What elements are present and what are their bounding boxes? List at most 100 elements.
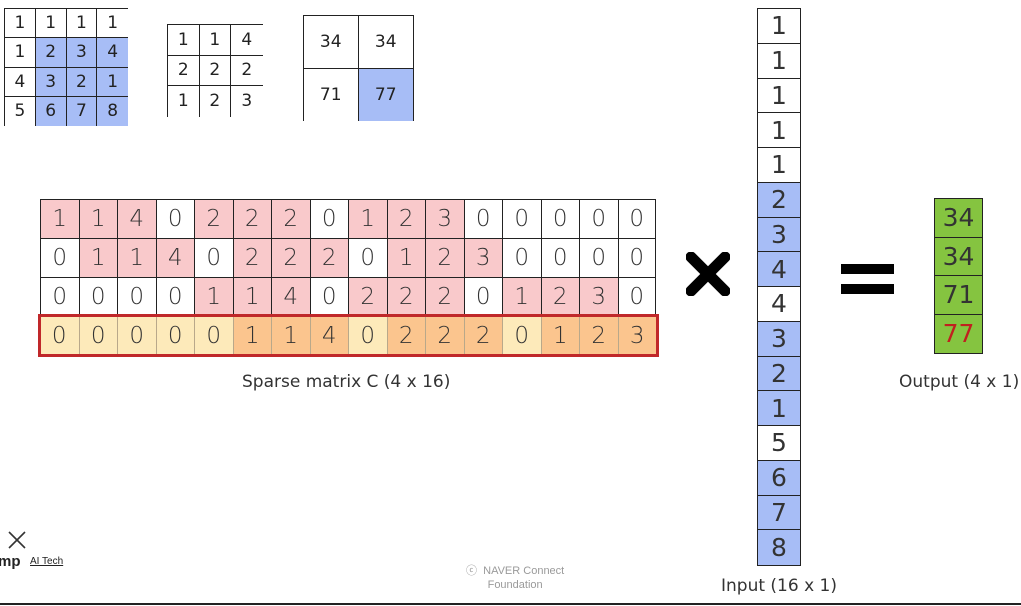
output-matrix-cell: 77 <box>358 68 413 121</box>
sparse-matrix-cell: 2 <box>425 316 464 355</box>
input-matrix-cell: 4 <box>97 38 128 68</box>
input-matrix-cell: 1 <box>66 9 98 39</box>
sparse-matrix-cell: 0 <box>194 316 233 355</box>
input-matrix-cell: 2 <box>66 67 98 97</box>
input-vector-cell: 7 <box>758 495 800 531</box>
logo-text: mp <box>0 553 21 570</box>
output-vector-cell: 34 <box>935 199 982 238</box>
kernel-matrix-cell: 4 <box>231 25 263 56</box>
sparse-matrix-cell: 2 <box>579 316 618 355</box>
kernel-matrix-cell: 1 <box>199 25 231 56</box>
sparse-matrix-cell: 2 <box>386 316 425 355</box>
input-vector-cell: 1 <box>758 391 800 426</box>
sparse-matrix-cell: 0 <box>309 277 348 316</box>
bottom-divider <box>0 603 1021 605</box>
sparse-matrix-cell: 4 <box>271 277 310 316</box>
sparse-matrix-cell: 3 <box>425 199 464 238</box>
input-matrix-cell: 2 <box>35 38 67 68</box>
sparse-matrix-cell: 0 <box>502 238 541 277</box>
sparse-matrix-cell: 0 <box>117 316 156 355</box>
sparse-matrix-cell: 0 <box>155 316 194 355</box>
sparse-matrix-cell: 3 <box>463 238 502 277</box>
sparse-matrix-cell: 0 <box>155 277 194 316</box>
sparse-matrix-cell: 2 <box>386 199 425 238</box>
sparse-matrix-cell: 0 <box>309 199 348 238</box>
sparse-matrix-cell: 2 <box>425 238 464 277</box>
copyright-line-1: NAVER Connect <box>483 565 565 577</box>
output-vector-cell: 77 <box>935 314 982 353</box>
sparse-matrix-cell: 0 <box>40 277 79 316</box>
sparse-matrix-cell: 0 <box>540 238 579 277</box>
sparse-matrix-cell: 2 <box>232 199 271 238</box>
sparse-matrix-cell: 0 <box>617 238 656 277</box>
sparse-matrix-cell: 0 <box>117 277 156 316</box>
input-matrix-cell: 1 <box>5 9 36 39</box>
sparse-matrix-cell: 4 <box>117 199 156 238</box>
kernel-matrix-cell: 2 <box>199 55 231 86</box>
input-vector-cell: 8 <box>758 530 800 565</box>
sparse-matrix-cell: 0 <box>348 238 387 277</box>
sparse-matrix-cell: 1 <box>117 238 156 277</box>
input-vector-cell: 1 <box>758 79 800 114</box>
sparse-matrix-cell: 1 <box>78 238 117 277</box>
input-vector-cell: 2 <box>758 356 800 392</box>
input-vector-cell: 1 <box>758 148 800 183</box>
input-vector-caption: Input (16 x 1) <box>721 576 838 596</box>
sparse-matrix-cell: 0 <box>78 277 117 316</box>
kernel-matrix-cell: 2 <box>231 55 263 86</box>
equals-icon <box>841 264 894 296</box>
input-matrix-cell: 1 <box>97 67 128 97</box>
input-vector-cell: 1 <box>758 113 800 148</box>
input-vector-cell: 2 <box>758 182 800 218</box>
input-matrix-cell: 1 <box>35 9 67 39</box>
sparse-matrix-cell: 0 <box>579 199 618 238</box>
sparse-matrix-cell: 1 <box>386 238 425 277</box>
input-vector-cell: 4 <box>758 252 800 287</box>
output-vector-caption: Output (4 x 1) <box>899 372 1020 392</box>
sparse-matrix-cell: 1 <box>502 277 541 316</box>
kernel-matrix-cell: 2 <box>168 55 200 86</box>
kernel-matrix-cell: 1 <box>168 86 200 117</box>
sparse-matrix-cell: 1 <box>232 316 271 355</box>
sparse-matrix-cell: 0 <box>40 238 79 277</box>
input-matrix-cell: 3 <box>66 38 98 68</box>
sparse-matrix-cell: 2 <box>194 199 233 238</box>
close-icon <box>8 531 26 549</box>
output-vector-cell: 34 <box>935 237 982 276</box>
input-matrix-cell: 7 <box>66 96 98 126</box>
input-vector-cell: 6 <box>758 460 800 496</box>
sparse-matrix-cell: 0 <box>502 316 541 355</box>
sparse-matrix-cell: 1 <box>232 277 271 316</box>
sparse-matrix-cell: 0 <box>502 199 541 238</box>
sparse-matrix-cell: 2 <box>232 238 271 277</box>
input-vector-cell: 3 <box>758 217 800 253</box>
copyright-icon: ⓒ <box>466 565 477 577</box>
kernel-matrix-cell: 2 <box>199 86 231 117</box>
sparse-matrix-cell: 0 <box>579 238 618 277</box>
sparse-matrix-cell: 0 <box>540 199 579 238</box>
sparse-matrix-cell: 2 <box>386 277 425 316</box>
sparse-matrix-cell: 1 <box>348 199 387 238</box>
sparse-matrix-cell: 2 <box>309 238 348 277</box>
copyright-line-2: Foundation <box>487 579 543 591</box>
sparse-matrix-cell: 0 <box>78 316 117 355</box>
kernel-matrix-cell: 3 <box>231 86 263 117</box>
sparse-matrix-cell: 0 <box>463 277 502 316</box>
output-vector-cell: 71 <box>935 276 982 315</box>
sparse-matrix-cell: 0 <box>348 316 387 355</box>
input-vector-cell: 1 <box>758 9 800 44</box>
sparse-matrix-cell: 0 <box>617 277 656 316</box>
sparse-matrix-cell: 0 <box>463 199 502 238</box>
sparse-matrix-cell: 1 <box>540 316 579 355</box>
sparse-matrix-cell: 3 <box>579 277 618 316</box>
sparse-matrix-cell: 0 <box>155 199 194 238</box>
sparse-matrix-cell: 1 <box>194 277 233 316</box>
input-matrix-cell: 1 <box>97 9 128 39</box>
input-vector-cell: 1 <box>758 44 800 79</box>
